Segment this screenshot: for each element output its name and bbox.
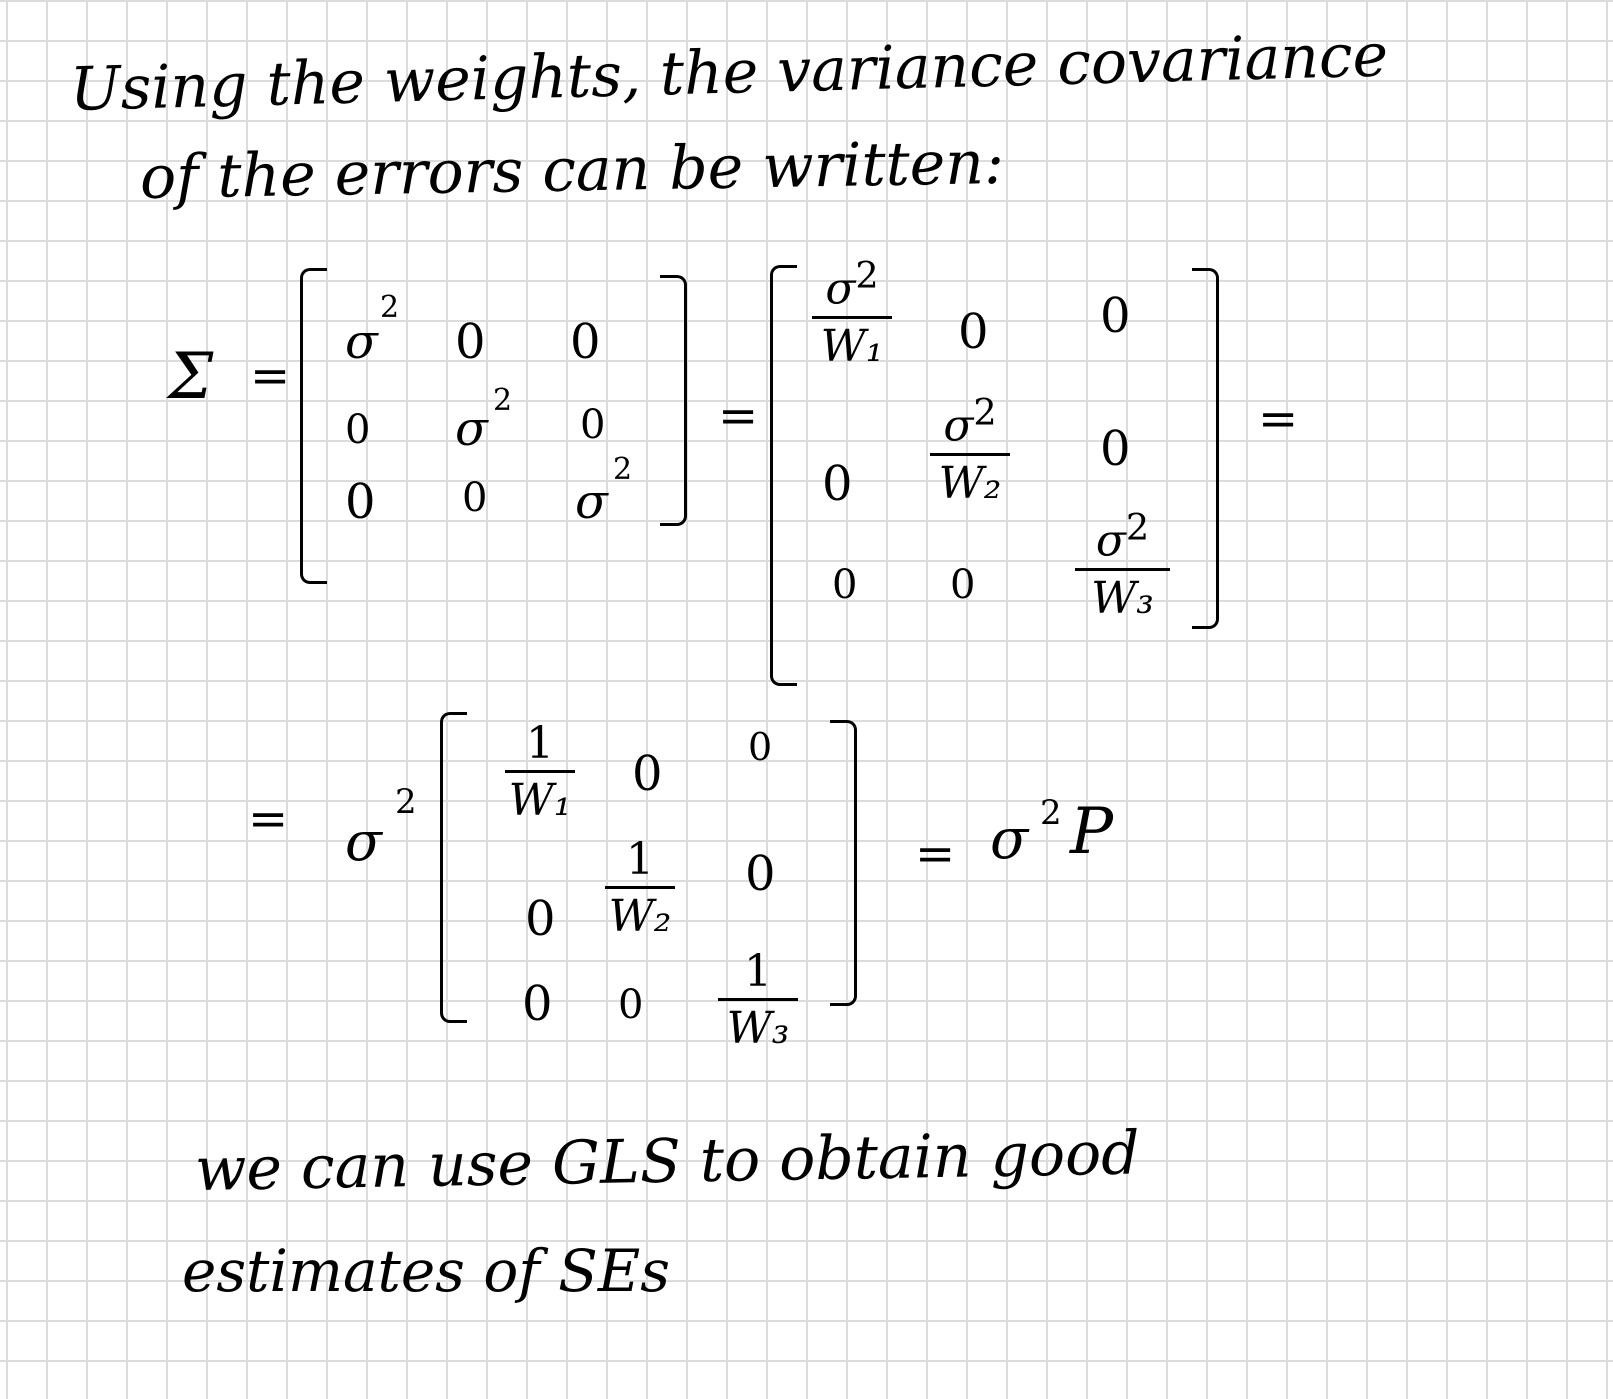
matrix-entry: 0 xyxy=(580,402,606,448)
numerator-one: 1 xyxy=(505,722,575,773)
exponent: 2 xyxy=(973,391,997,434)
matrix-entry: 0 xyxy=(525,891,556,947)
matrix-entry: 0 xyxy=(1100,288,1131,344)
right-bracket xyxy=(830,720,857,1006)
numerator-sigma: σ xyxy=(825,263,856,315)
equals-sign: = xyxy=(248,791,289,847)
matrix-entry: 0 xyxy=(1100,421,1131,477)
exponent: 2 xyxy=(395,782,417,822)
scalar-sigma: σ xyxy=(345,810,382,873)
numerator-sigma: σ xyxy=(1095,515,1126,567)
matrix-entry: 0 xyxy=(522,976,553,1032)
fraction-sigma-squared-over-w1: σ2 W₁ xyxy=(812,257,892,372)
equals-sign: = xyxy=(718,388,759,444)
fraction-one-over-w2: 1 W₂ xyxy=(605,838,675,939)
conclusion-line-2: estimates of SEs xyxy=(182,1237,671,1305)
equals-sign: = xyxy=(915,826,956,882)
matrix-p: P xyxy=(1070,795,1114,869)
matrix-entry: 0 xyxy=(455,314,486,370)
left-bracket xyxy=(770,265,797,686)
fraction-sigma-squared-over-w2: σ2 W₂ xyxy=(930,394,1010,509)
matrix-entry: 0 xyxy=(345,474,376,530)
matrix-entry: 0 xyxy=(462,475,488,521)
equals-sign: = xyxy=(1258,391,1299,447)
matrix-entry: 0 xyxy=(345,407,371,453)
intro-line-1: Using the weights, the variance covarian… xyxy=(69,20,1389,125)
denominator-w2: W₂ xyxy=(938,457,1002,509)
exponent: 2 xyxy=(1125,506,1150,549)
fraction-one-over-w1: 1 W₁ xyxy=(505,722,575,823)
denominator-w1: W₁ xyxy=(508,775,572,826)
matrix-entry: 0 xyxy=(832,562,858,608)
denominator-w3: W₃ xyxy=(726,1003,790,1054)
matrix-entry: 0 xyxy=(632,746,663,802)
matrix-entry: 0 xyxy=(958,304,989,360)
equals-sign: = xyxy=(250,348,291,404)
numerator-sigma: σ xyxy=(943,400,974,452)
denominator-w3: W₃ xyxy=(1091,572,1154,624)
denominator-w2: W₂ xyxy=(608,891,672,942)
exponent: 2 xyxy=(855,254,879,297)
right-bracket xyxy=(1192,268,1219,629)
matrix-entry: σ xyxy=(575,474,608,530)
fraction-one-over-w3: 1 W₃ xyxy=(718,950,798,1051)
denominator-w1: W₁ xyxy=(820,320,884,372)
exponent: 2 xyxy=(493,383,513,418)
exponent: 2 xyxy=(1040,793,1062,833)
right-bracket xyxy=(660,275,687,526)
matrix-entry: 0 xyxy=(618,982,644,1028)
fraction-sigma-squared-over-w3: σ2 W₃ xyxy=(1075,509,1170,624)
exponent: 2 xyxy=(613,452,633,487)
left-bracket xyxy=(440,712,467,1023)
conclusion-line-1: we can use GLS to obtain good xyxy=(194,1118,1141,1205)
matrix-entry: 0 xyxy=(745,846,776,902)
result-sigma: σ xyxy=(990,807,1029,872)
sigma-matrix-symbol: Σ xyxy=(168,340,214,414)
matrix-entry: σ xyxy=(345,314,378,370)
numerator-one: 1 xyxy=(605,838,675,889)
matrix-entry: 0 xyxy=(950,562,976,608)
matrix-entry: 0 xyxy=(822,456,853,512)
matrix-entry: σ xyxy=(455,401,488,457)
exponent: 2 xyxy=(380,290,400,325)
matrix-entry: 0 xyxy=(748,725,773,769)
left-bracket xyxy=(300,268,327,584)
matrix-entry: 0 xyxy=(570,314,601,370)
numerator-one: 1 xyxy=(718,950,798,1001)
intro-line-2: of the errors can be written: xyxy=(139,127,1005,213)
